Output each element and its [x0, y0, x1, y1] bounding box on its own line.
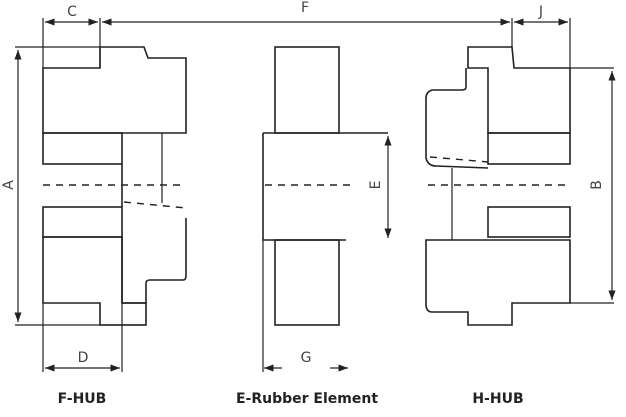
dimension-b-label: B	[589, 180, 605, 190]
f-hub-upper-body	[42, 46, 187, 134]
dimension-d-label: D	[78, 350, 89, 366]
h-hub-lower-body	[425, 239, 571, 326]
rubber-lower-section	[274, 239, 340, 326]
rubber-element-caption: E-Rubber Element	[236, 391, 378, 407]
dimension-lines	[14, 18, 616, 372]
rubber-upper-section	[274, 46, 340, 134]
f-hub	[42, 46, 187, 326]
dimension-e-label: E	[368, 181, 384, 190]
dimension-c-label: C	[67, 4, 77, 20]
f-hub-caption: F-HUB	[58, 391, 107, 407]
f-hub-lower-body	[42, 236, 147, 326]
f-hub-upper-insert	[42, 132, 123, 165]
dimension-g-label: G	[301, 350, 312, 366]
f-hub-lower-insert	[42, 206, 123, 238]
h-hub-upper-insert	[487, 132, 571, 165]
dimension-a-label: A	[1, 180, 17, 190]
dimension-f-label: F	[301, 0, 309, 16]
h-hub	[425, 46, 571, 326]
dimension-j-label: J	[538, 4, 543, 20]
h-hub-upper-body	[467, 46, 571, 134]
h-hub-caption: H-HUB	[472, 391, 523, 407]
h-hub-lower-insert	[487, 206, 571, 238]
